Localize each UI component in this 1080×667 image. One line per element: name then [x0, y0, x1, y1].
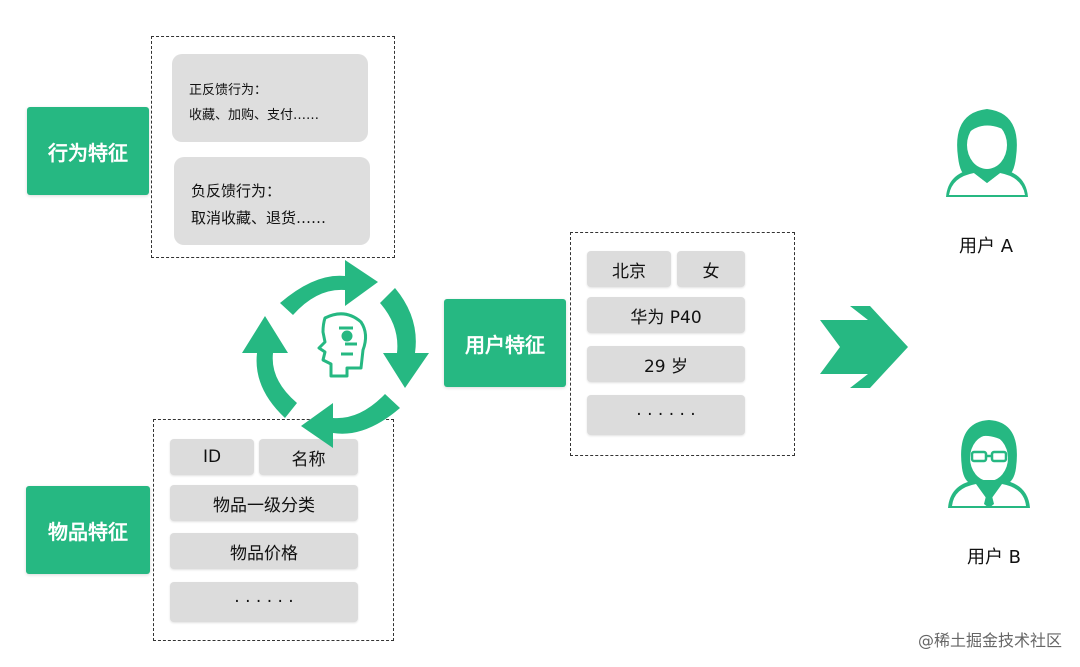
negative-feedback-title: 负反馈行为：: [191, 182, 282, 200]
item-feature-panel: ID 名称 物品一级分类 物品价格 · · · · · ·: [153, 419, 394, 641]
item-chip-name: 名称: [259, 439, 358, 475]
behavior-feature-panel: 正反馈行为： 收藏、加购、支付…… 负反馈行为： 取消收藏、退货……: [151, 36, 395, 258]
user-b-name: 用户 B: [966, 547, 1022, 568]
positive-feedback-card: 正反馈行为： 收藏、加购、支付……: [172, 54, 368, 142]
user-feature-label: 用户特征: [444, 299, 566, 387]
positive-feedback-items: 收藏、加购、支付……: [189, 108, 320, 123]
cycle-arrow-left: [242, 316, 297, 418]
user-a-name: 用户 A: [958, 236, 1014, 257]
user-chip-city: 北京: [587, 251, 671, 287]
negative-feedback-card: 负反馈行为： 取消收藏、退货……: [174, 157, 370, 245]
male-user-icon: [948, 420, 1030, 508]
item-chip-more: · · · · · ·: [170, 582, 358, 622]
user-chip-device: 华为 P40: [587, 297, 745, 333]
cycle-arrow-top: [280, 260, 378, 315]
user-feature-panel: 北京 女 华为 P40 29 岁 · · · · · ·: [570, 232, 795, 456]
cycle-arrow-right: [380, 288, 429, 388]
negative-feedback-items: 取消收藏、退货……: [191, 209, 327, 227]
user-chip-gender: 女: [677, 251, 745, 287]
user-chip-age: 29 岁: [587, 346, 745, 382]
item-feature-label: 物品特征: [26, 486, 150, 574]
feedback-cycle-diagram: [242, 260, 429, 448]
user-chip-more: · · · · · ·: [587, 395, 745, 435]
item-chip-id: ID: [170, 439, 254, 475]
item-chip-price: 物品价格: [170, 533, 358, 569]
behavior-feature-label: 行为特征: [27, 107, 149, 195]
output-arrow-icon: [820, 306, 908, 388]
ai-head-icon: [317, 312, 368, 378]
source-watermark: @稀土掘金技术社区: [917, 631, 1062, 650]
cycle-arrow-bottom: [301, 394, 400, 448]
item-chip-category: 物品一级分类: [170, 485, 358, 521]
female-user-icon: [946, 109, 1028, 197]
positive-feedback-title: 正反馈行为：: [189, 83, 268, 98]
